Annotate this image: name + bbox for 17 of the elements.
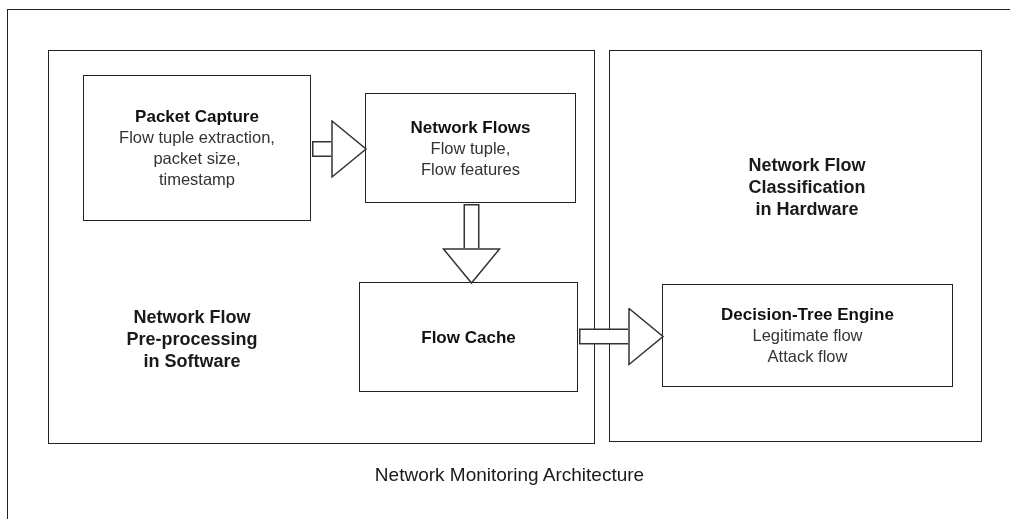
panel-title: Network Flow Classification in Hardware xyxy=(747,154,867,220)
diagram-frame xyxy=(7,9,1010,519)
panel-title: Network Flow Pre-processing in Software xyxy=(125,306,259,372)
process-box xyxy=(662,284,953,387)
frame-label: Network Monitoring Architecture xyxy=(373,463,646,486)
process-box xyxy=(365,93,576,203)
process-box xyxy=(359,282,578,392)
box-description: Flow tuple, Flow features xyxy=(419,137,521,180)
box-description: Flow tuple extraction, packet size, timestamp xyxy=(118,127,276,190)
box-title: Network Flows xyxy=(410,116,531,138)
process-box xyxy=(83,75,311,221)
box-title: Packet Capture xyxy=(135,106,259,127)
box-description: Legitimate flow Attack flow xyxy=(751,325,864,367)
box-title: Decision-Tree Engine xyxy=(721,304,894,325)
box-title: Flow Cache xyxy=(421,326,516,348)
hardware-panel xyxy=(608,49,982,442)
software-panel xyxy=(47,49,595,444)
